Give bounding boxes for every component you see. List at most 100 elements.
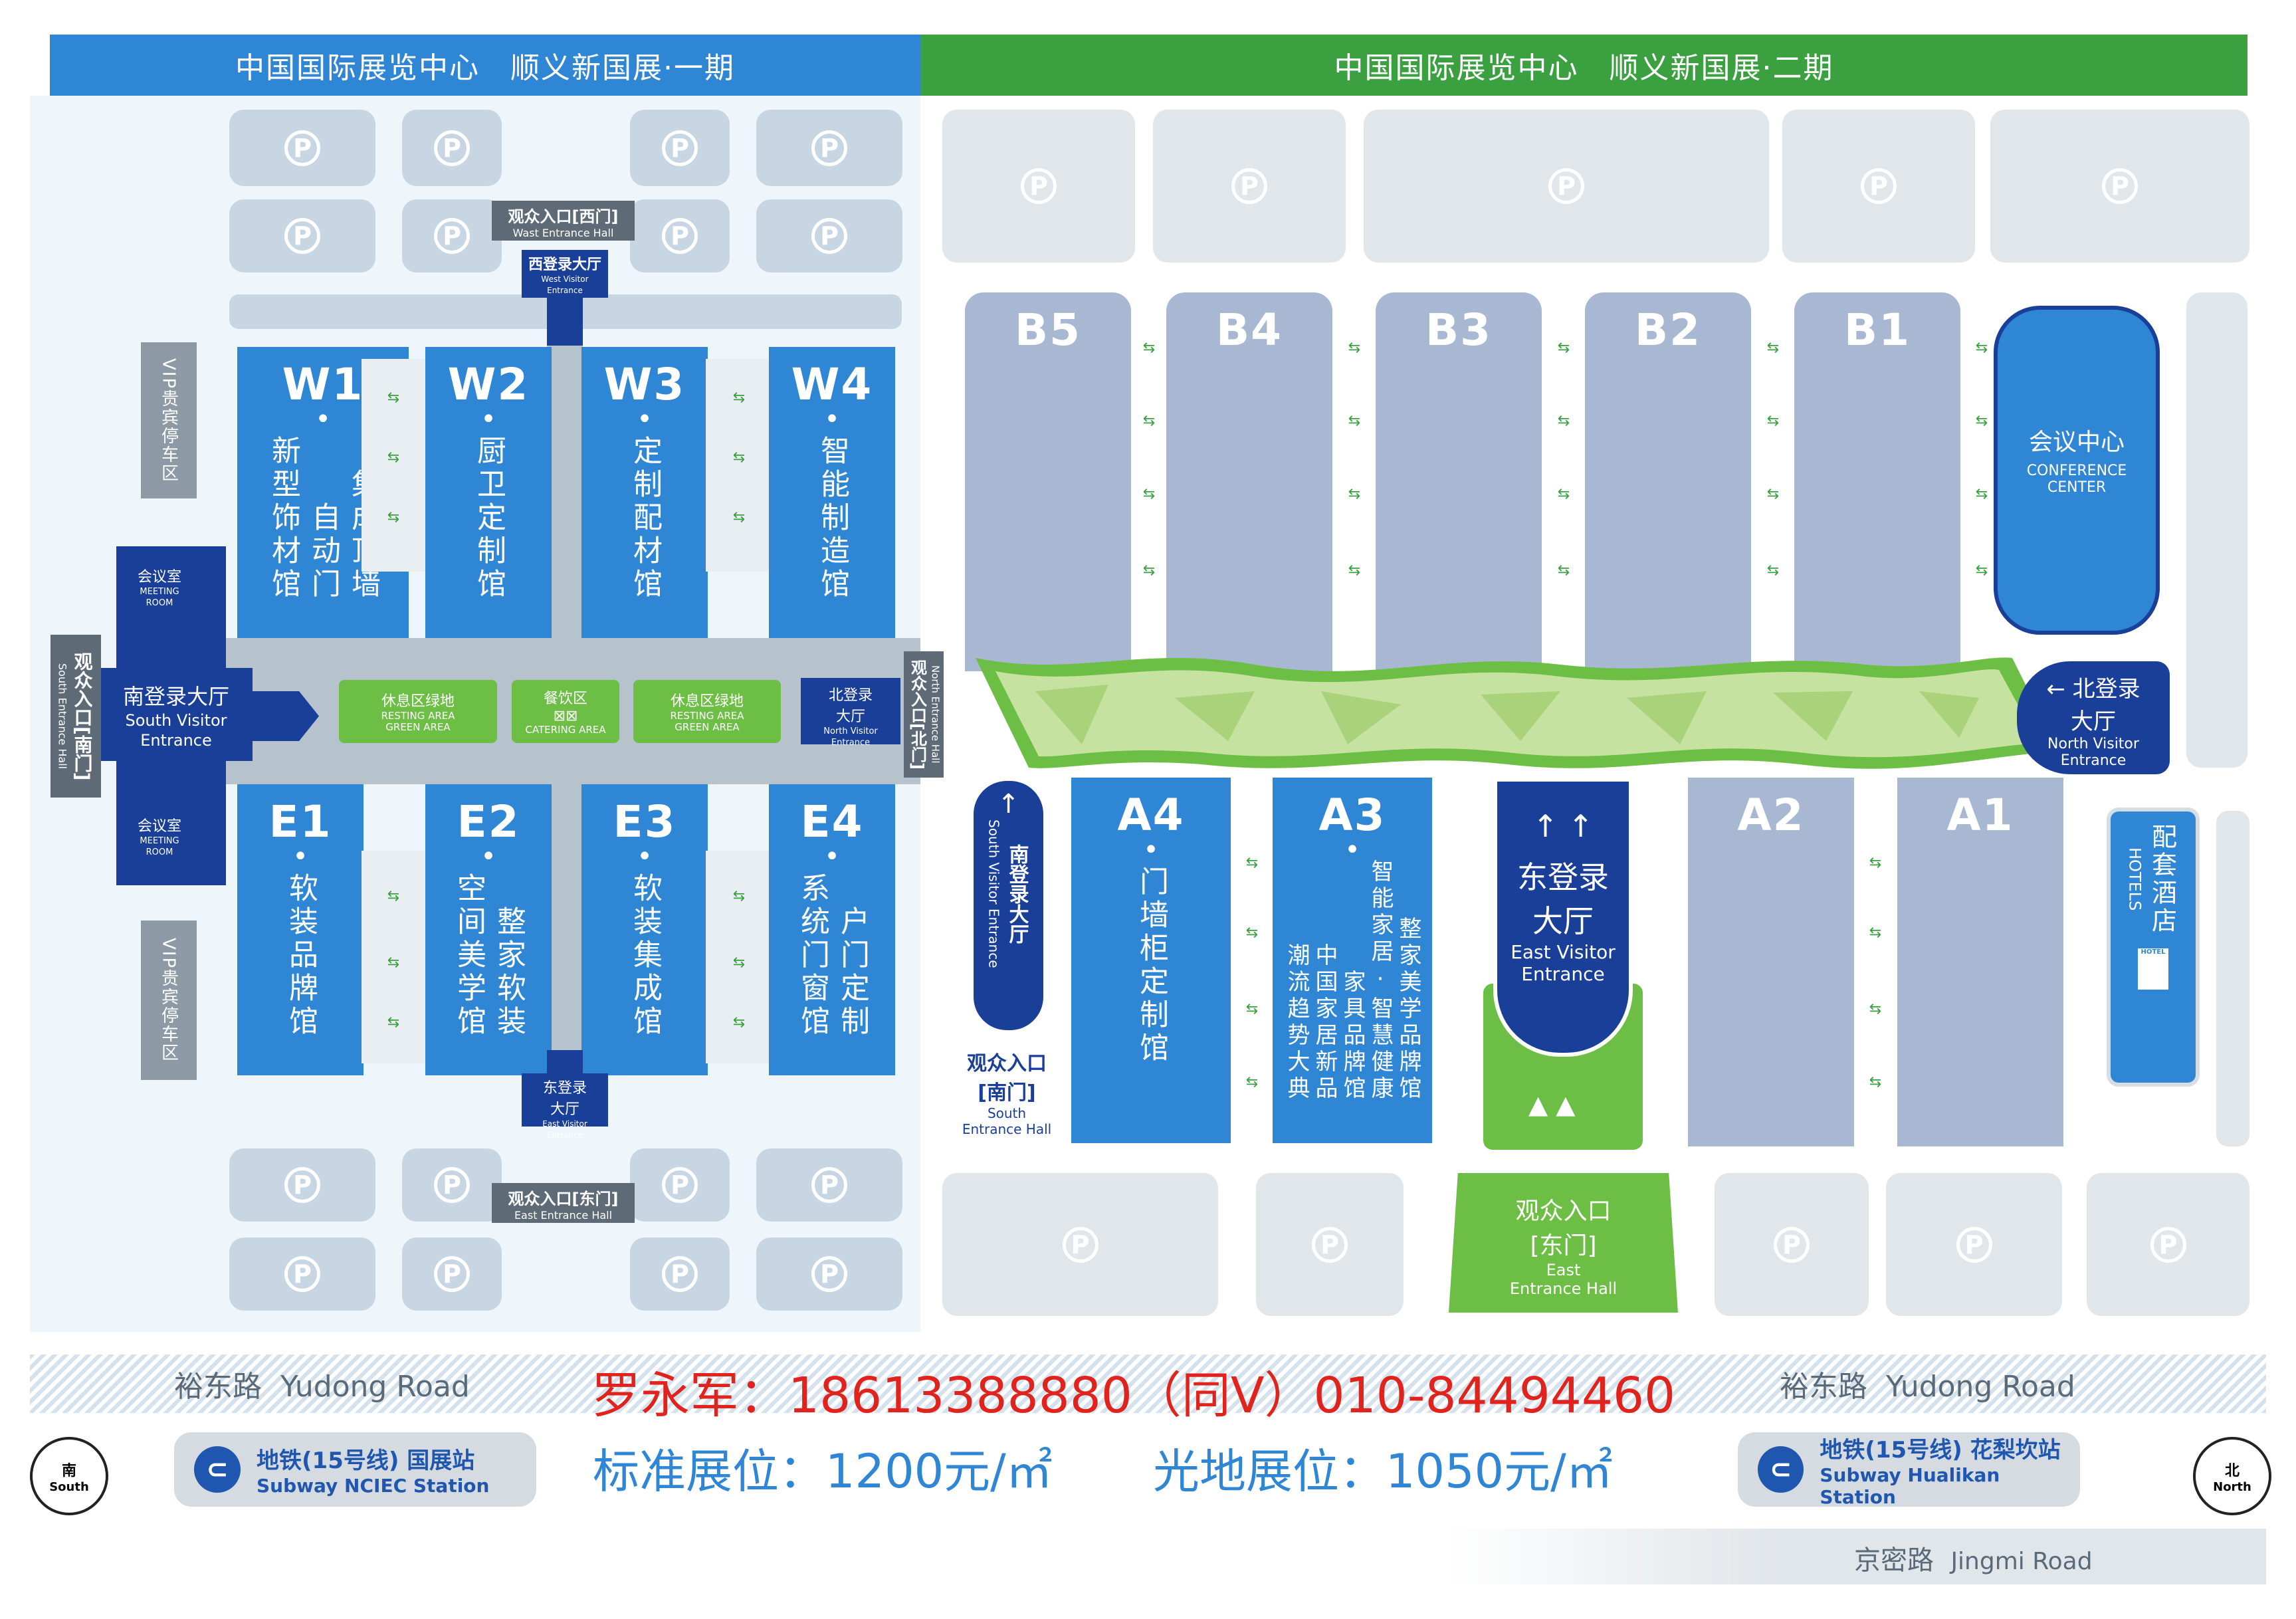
parking-lot: P xyxy=(2087,1173,2249,1316)
vip-parking-top: VIP贵宾停车区 xyxy=(141,342,197,498)
conference-en: CENTER xyxy=(2047,479,2107,496)
south-entrance-cn: 观众入口[南门] xyxy=(71,651,94,781)
hall-code: B4 xyxy=(1215,304,1283,356)
raw-space-price: 光地展位：1050元/㎡ xyxy=(1153,1444,1613,1499)
gap-e3-e4 xyxy=(706,851,771,1063)
hall-text: 智能家居·智慧健康 xyxy=(1367,859,1394,1103)
hall-code: A4 xyxy=(1117,790,1185,841)
hall-e4[interactable]: E4 • 系统门窗馆户门定制 xyxy=(769,784,895,1075)
north-lobby-p2[interactable]: ← 北登录 大厅 North Visitor Entrance xyxy=(2017,661,2170,774)
catering-area: 餐饮区 ⊠⊠ CATERING AREA xyxy=(512,680,619,743)
hall-code: W2 xyxy=(447,359,530,410)
passage-arrow: ⇆ xyxy=(1766,562,1780,579)
hall-a1[interactable]: A1 xyxy=(1897,778,2063,1146)
hall-b5[interactable]: B5 xyxy=(965,292,1131,671)
east-lobby-en: Entrance xyxy=(1521,963,1605,985)
south-lobby-p2[interactable]: ↑ 南登录大厅 South Visitor Entrance xyxy=(974,781,1043,1030)
passage-arrow: ⇆ xyxy=(1975,486,1988,502)
subway-en: Subway NCIEC Station xyxy=(257,1475,490,1497)
north-lobby-cn: 大厅 xyxy=(2071,708,2116,735)
passage-arrow: ⇆ xyxy=(732,389,746,406)
south-lobby-cn: 南登录大厅 xyxy=(1005,843,1029,944)
parking-icon: P xyxy=(284,1167,320,1203)
jingmi-road-strip xyxy=(1449,1529,2266,1584)
hall-a2[interactable]: A2 xyxy=(1688,778,1854,1146)
compass-south-cn: 南 xyxy=(61,1462,76,1479)
hall-code: A3 xyxy=(1318,790,1386,841)
parking-lot: P xyxy=(942,110,1135,263)
hall-w3[interactable]: W3 • 定制配材馆 xyxy=(581,347,708,638)
parking-lot: P xyxy=(630,199,730,272)
passage-arrow: ⇆ xyxy=(1245,855,1259,871)
passage-arrow: ⇆ xyxy=(1142,486,1156,502)
passage-arrow: ⇆ xyxy=(1245,1001,1259,1018)
passage-arrow: ⇆ xyxy=(387,509,400,526)
hall-code: W3 xyxy=(603,359,686,410)
passage-arrow: ⇆ xyxy=(1348,486,1361,502)
hall-text: 系统门窗馆 xyxy=(795,873,829,1039)
parking-icon: P xyxy=(811,218,847,254)
hall-a4[interactable]: A4 • 门墙柜定制馆 xyxy=(1071,778,1231,1143)
passage-arrow: ⇆ xyxy=(732,1014,746,1031)
hall-text: 新型饰材馆 xyxy=(266,435,300,601)
hotel-building-icon: HOTEL xyxy=(2138,948,2168,990)
east-lobby-cn: 东登录 xyxy=(1517,859,1609,895)
subway-nciec-station: ⊂ 地铁(15号线) 国展站 Subway NCIEC Station xyxy=(174,1432,536,1507)
hotels[interactable]: 配套酒店 HOTELS HOTEL xyxy=(2107,808,2200,1087)
east-lobby-p1: 东登录大厅 East Visitor Entrance xyxy=(522,1073,608,1140)
hall-code: B1 xyxy=(1843,304,1911,356)
hall-e1[interactable]: E1 • 软装品牌馆 xyxy=(237,784,364,1075)
hall-e2[interactable]: E2 • 空间美学馆整家软装 xyxy=(425,784,552,1075)
passage-arrow: ⇆ xyxy=(1348,340,1361,356)
subway-cn: 地铁(15号线) 花梨坎站 xyxy=(1820,1436,2061,1463)
passage-arrow: ⇆ xyxy=(1245,924,1259,941)
hall-b4[interactable]: B4 xyxy=(1166,292,1332,671)
hall-a3[interactable]: A3 • 潮流趋势大典中国家居新品家具品牌馆智能家居·智慧健康整家美学品牌馆 xyxy=(1273,778,1432,1143)
hall-b1[interactable]: B1 xyxy=(1794,292,1960,671)
hall-b2[interactable]: B2 xyxy=(1585,292,1751,671)
hall-w2[interactable]: W2 • 厨卫定制馆 xyxy=(425,347,552,638)
east-entrance-cn: 观众入口[东门] xyxy=(508,1190,619,1208)
parking-icon: P xyxy=(1774,1226,1810,1263)
resting-en: RESTING AREA GREEN AREA xyxy=(670,710,744,733)
south-entrance-p2: 观众入口 [南门] South Entrance Hall xyxy=(957,1047,1057,1137)
north-lobby-en: Entrance xyxy=(2060,752,2127,769)
parking-icon: P xyxy=(284,1256,320,1292)
hall-text: 自动门 xyxy=(306,502,340,601)
passage-arrow: ⇆ xyxy=(1557,340,1570,356)
passage-arrow: ⇆ xyxy=(1142,562,1156,579)
south-entrance-cn: [南门] xyxy=(978,1081,1036,1105)
passage-arrow: ⇆ xyxy=(1975,340,1988,356)
east-entrance-en: East xyxy=(1546,1261,1581,1279)
north-lobby-en: North Visitor xyxy=(2047,736,2139,752)
south-entrance-en: Entrance Hall xyxy=(962,1121,1052,1137)
north-lobby-p1: 北登录大厅 North Visitor Entrance xyxy=(801,678,900,748)
passage-arrow: ⇆ xyxy=(387,389,400,406)
hall-b3[interactable]: B3 xyxy=(1376,292,1542,671)
parking-lot: P xyxy=(756,1238,902,1311)
hall-code: W4 xyxy=(791,359,873,410)
west-lobby-en: West Visitor Entrance xyxy=(541,274,589,295)
hall-e3[interactable]: E3 • 软装集成馆 xyxy=(581,784,708,1075)
east-lobby-p2[interactable]: ↑ ↑ 东登录 大厅 East Visitor Entrance xyxy=(1493,778,1633,1057)
parking-lot: P xyxy=(942,1173,1218,1316)
parking-icon: P xyxy=(284,218,320,254)
hall-w4[interactable]: W4 • 智能制造馆 xyxy=(769,347,895,638)
parking-icon: P xyxy=(2150,1226,2186,1263)
passage-arrow: ⇆ xyxy=(1975,562,1988,579)
contact-line: 罗永军：18613388880（同V）010-84494460 xyxy=(591,1367,1676,1424)
catering-en: CATERING AREA xyxy=(525,724,606,736)
conference-center[interactable]: 会议中心 CONFERENCE CENTER xyxy=(1994,306,2160,635)
passage-arrow: ⇆ xyxy=(1348,562,1361,579)
yudong-road-left: 裕东路 Yudong Road xyxy=(174,1370,470,1404)
conference-cn: 会议中心 xyxy=(2028,429,2125,456)
hall-text: 户门定制 xyxy=(835,906,869,1039)
hall-text: 定制配材馆 xyxy=(628,435,662,601)
parking-lot: P xyxy=(756,199,902,272)
passage-arrow: ⇆ xyxy=(1869,1074,1882,1091)
parking-lot: P xyxy=(1364,110,1769,263)
passage-arrow: ⇆ xyxy=(387,1014,400,1031)
yudong-road-right: 裕东路 Yudong Road xyxy=(1780,1370,2075,1404)
hall-code: B2 xyxy=(1634,304,1702,356)
east-entrance-p2[interactable]: 观众入口 [东门] East Entrance Hall xyxy=(1449,1173,1678,1313)
